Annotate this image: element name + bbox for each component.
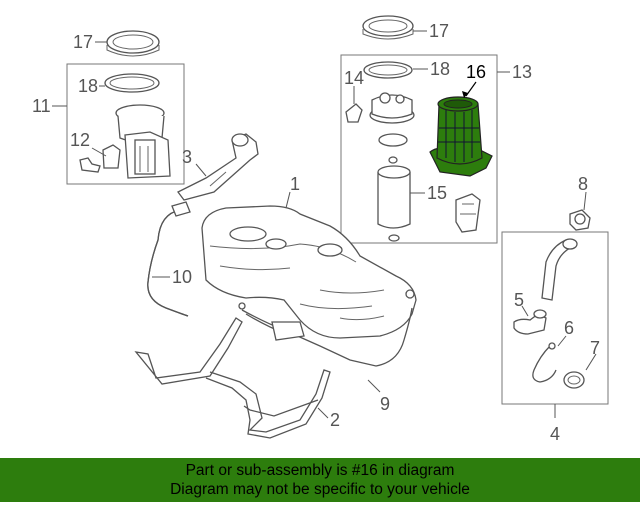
leader-12: [91, 147, 107, 157]
part-8-fuel-cap[interactable]: [569, 209, 591, 231]
group-11-box: [66, 63, 185, 185]
part-18-seal-ring-right[interactable]: [363, 61, 413, 79]
banner-line-2: Diagram may not be specific to your vehi…: [170, 481, 470, 498]
part-1-fuel-tank[interactable]: [201, 205, 417, 339]
callout-14[interactable]: 14: [344, 68, 364, 88]
info-banner: Part or sub-assembly is #16 in diagram D…: [0, 458, 640, 502]
leader-6: [557, 335, 567, 347]
part-3-filler-neck[interactable]: [177, 133, 259, 201]
leader-1: [285, 191, 291, 209]
part-10-vent-hose[interactable]: [147, 201, 191, 317]
part-bottom-ring[interactable]: [388, 234, 400, 242]
part-12-sender[interactable]: [79, 157, 101, 173]
part-small-ring[interactable]: [388, 156, 398, 164]
part-flange-top[interactable]: [369, 92, 415, 124]
part-17-lock-ring-left[interactable]: [106, 30, 160, 57]
callout-2[interactable]: 2: [330, 410, 340, 430]
part-6-vent-line[interactable]: [532, 345, 557, 383]
callout-11[interactable]: 11: [32, 96, 51, 116]
callout-17-right[interactable]: 17: [429, 21, 449, 41]
part-14-clip[interactable]: [345, 103, 363, 123]
callout-18-left[interactable]: 18: [78, 76, 98, 96]
leader-2: [317, 407, 329, 419]
callout-8[interactable]: 8: [578, 174, 588, 194]
part-16-fuel-reservoir-highlighted[interactable]: [429, 96, 493, 177]
leader-3: [195, 163, 207, 177]
callout-10[interactable]: 10: [172, 267, 192, 287]
part-7-clamp[interactable]: [563, 371, 585, 389]
part-level-sender[interactable]: [455, 193, 481, 233]
part-15-fuel-filter[interactable]: [377, 165, 411, 229]
part-filler-neck-pipe[interactable]: [541, 238, 578, 301]
group-11-fuel-pump-assembly: 11 18 12: [32, 63, 185, 185]
callout-5[interactable]: 5: [514, 290, 524, 310]
callout-15[interactable]: 15: [427, 183, 447, 203]
part-2-tank-straps[interactable]: [134, 317, 331, 439]
part-o-ring[interactable]: [378, 133, 408, 147]
callout-13[interactable]: 13: [512, 62, 532, 82]
leader-5: [521, 305, 529, 317]
leader-8: [583, 191, 587, 211]
callout-6[interactable]: 6: [564, 318, 574, 338]
leader-9: [367, 379, 381, 393]
callout-18-right[interactable]: 18: [430, 59, 450, 79]
leader-7: [585, 353, 597, 371]
banner-line-1: Part or sub-assembly is #16 in diagram: [185, 462, 455, 479]
part-9-fuel-line[interactable]: [238, 302, 413, 367]
callout-9[interactable]: 9: [380, 394, 390, 414]
callout-12[interactable]: 12: [70, 130, 90, 150]
group-13-fuel-pump-assembly: 13 18 14 15: [340, 54, 532, 244]
group-13-box: [340, 54, 498, 244]
part-5-hose[interactable]: [513, 309, 547, 335]
leader-16: [465, 81, 477, 97]
callout-4[interactable]: 4: [550, 424, 560, 444]
part-11-pump-module[interactable]: [102, 104, 171, 179]
group-4-filler-assembly: 4 5 6 7: [501, 231, 609, 444]
arrow-16-icon: [462, 91, 468, 98]
callout-1[interactable]: 1: [290, 174, 300, 194]
callout-7[interactable]: 7: [590, 338, 600, 358]
callout-16[interactable]: 16: [466, 62, 486, 82]
callout-17-left[interactable]: 17: [73, 32, 93, 52]
part-17-lock-ring-right[interactable]: [362, 15, 414, 40]
callout-3[interactable]: 3: [182, 147, 192, 167]
